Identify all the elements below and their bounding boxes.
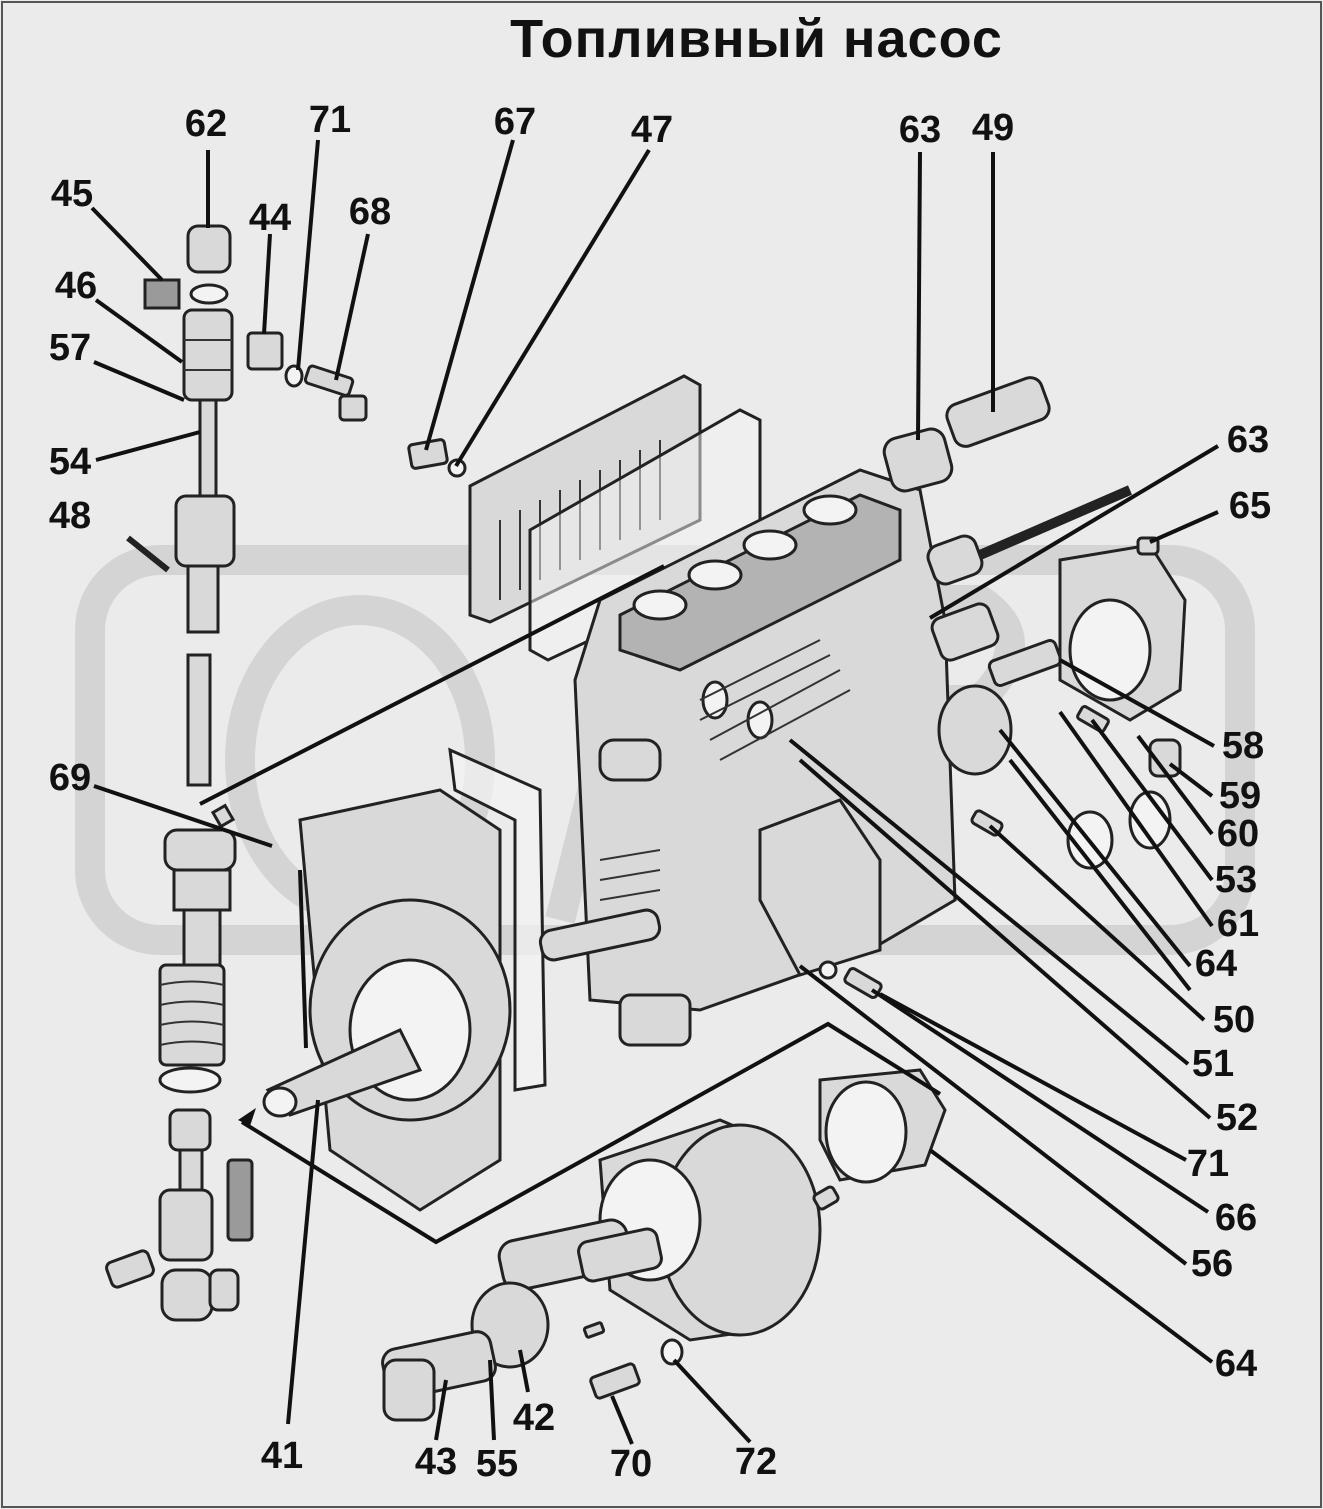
callout-65: 65	[1229, 485, 1271, 527]
callout-68: 68	[349, 191, 391, 233]
callout-62: 62	[185, 103, 227, 145]
callout-56: 56	[1191, 1243, 1233, 1285]
callout-47: 47	[631, 109, 673, 151]
pump-housing	[573, 468, 957, 1047]
coupling-assembly	[381, 1068, 947, 1422]
group-bracket-arrow	[238, 1108, 256, 1126]
callout-72: 72	[735, 1441, 777, 1483]
callout-51: 51	[1192, 1043, 1234, 1085]
callout-46: 46	[55, 265, 97, 307]
bracket-and-bolt	[246, 331, 368, 422]
callout-67: 67	[494, 101, 536, 143]
callout-69: 69	[49, 757, 91, 799]
callout-48: 48	[49, 495, 91, 537]
plunger-assembly	[105, 224, 254, 1322]
callout-71-right: 71	[1187, 1143, 1229, 1185]
callout-45: 45	[51, 173, 93, 215]
callout-53: 53	[1215, 859, 1257, 901]
callout-64-mid: 64	[1195, 943, 1237, 985]
callout-labels: 62 71 67 47 63 49 45 44 68 46 57 54 48 6…	[49, 99, 1271, 1485]
callout-61: 61	[1217, 903, 1259, 945]
callout-41: 41	[261, 1435, 303, 1477]
callout-59: 59	[1219, 775, 1261, 817]
callout-52: 52	[1216, 1097, 1258, 1139]
leader-lines	[90, 139, 1220, 1445]
callout-66: 66	[1215, 1197, 1257, 1239]
callout-63-top: 63	[899, 109, 941, 151]
callout-70: 70	[610, 1443, 652, 1485]
callout-60: 60	[1217, 813, 1259, 855]
callout-71-top: 71	[309, 99, 351, 141]
housing-cover	[407, 374, 762, 662]
callout-63-right: 63	[1227, 419, 1269, 461]
callout-50: 50	[1213, 999, 1255, 1041]
callout-64-bottom: 64	[1215, 1343, 1257, 1385]
callout-44: 44	[249, 197, 291, 239]
callout-55: 55	[476, 1443, 518, 1485]
group-bracket	[240, 1021, 942, 1245]
drive-flange	[262, 747, 662, 1212]
callout-58: 58	[1222, 725, 1264, 767]
page-title: Топливный насос	[510, 9, 1003, 69]
callout-49: 49	[972, 107, 1014, 149]
callout-42: 42	[513, 1397, 555, 1439]
callout-54: 54	[49, 441, 91, 483]
callout-57: 57	[49, 327, 91, 369]
callout-43: 43	[415, 1441, 457, 1483]
